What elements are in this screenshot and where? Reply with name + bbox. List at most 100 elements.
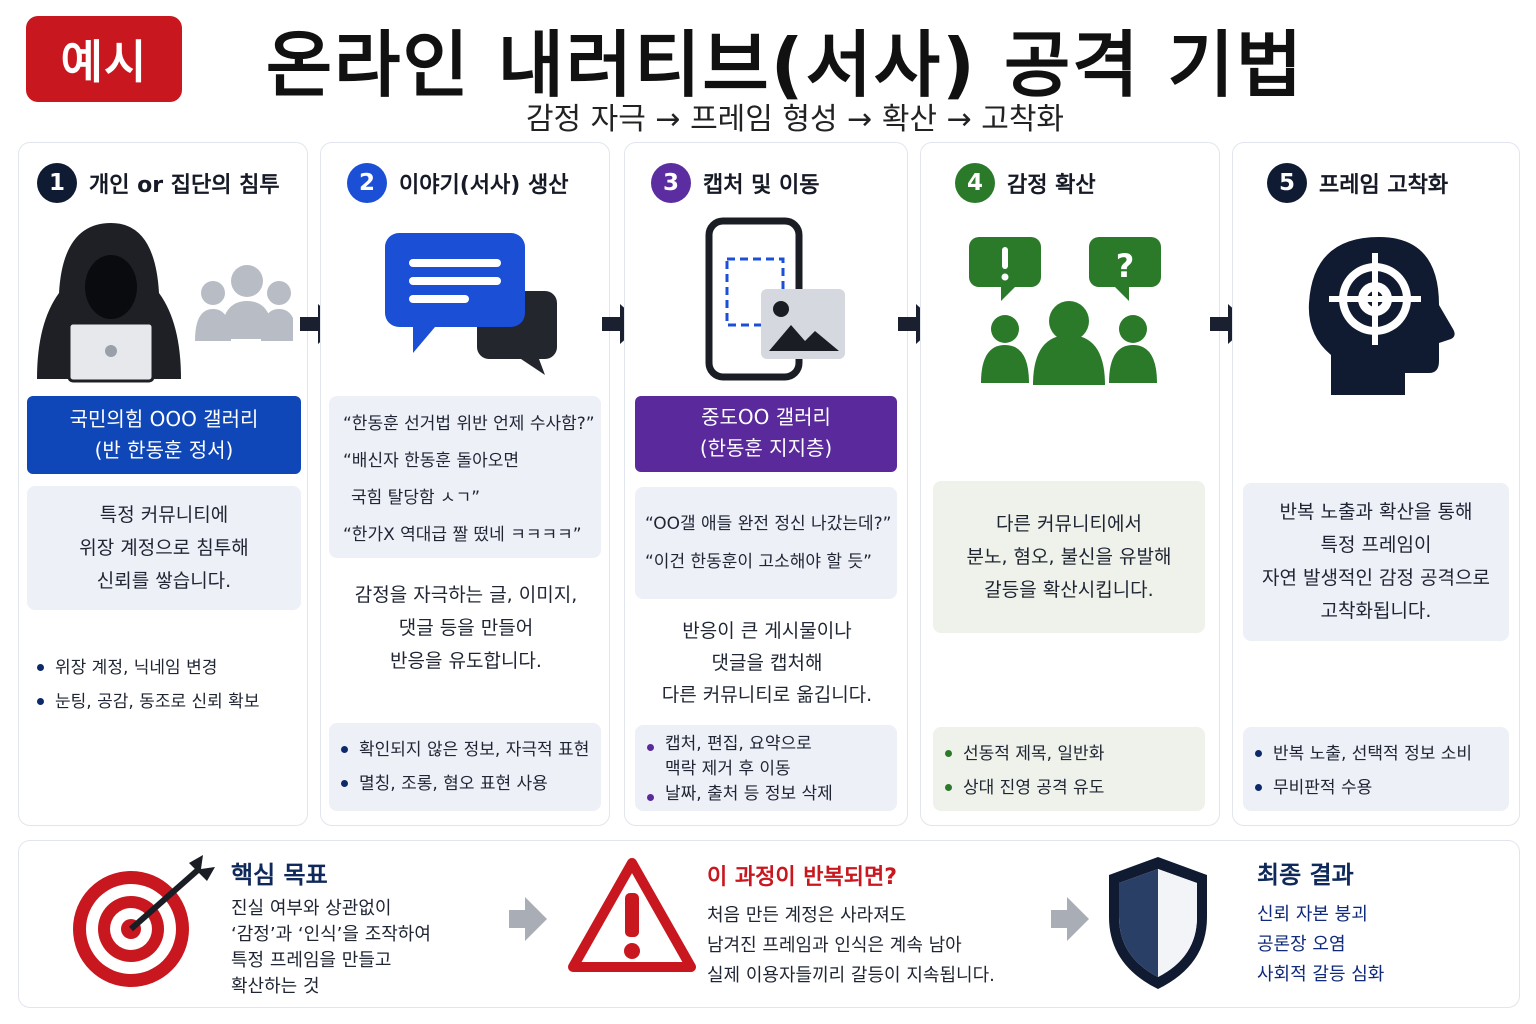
page-title: 온라인 내러티브(서사) 공격 기법 xyxy=(265,23,1305,107)
step-bullets-2: 확인되지 않은 정보, 자극적 표현 멸칭, 조롱, 혐오 표현 사용 xyxy=(329,723,601,811)
desc-line: 갈등을 확산시킵니다. xyxy=(984,578,1154,601)
summary-arrow-2 xyxy=(1051,897,1089,941)
step-card-1: 1 개인 or 집단의 침투 국민의힘 OOO 갤러리 (반 한동훈 정서) 특… xyxy=(18,142,308,826)
repeat-line: 남겨진 프레임과 인식은 계속 남아 xyxy=(707,935,962,956)
desc-line: 신뢰를 쌓습니다. xyxy=(96,569,232,592)
step-title-3: 캡처 및 이동 xyxy=(703,173,820,198)
step-card-3: 3 캡처 및 이동 중도OO 갤러리 (한동훈 지지층) “OO갤 애들 완전 … xyxy=(624,142,908,826)
step-number-4: 4 xyxy=(955,163,995,203)
bullet-item: 위장 계정, 닉네임 변경 xyxy=(35,651,259,685)
bullet-continuation: 맥락 제거 후 이동 xyxy=(665,759,791,779)
bullet-item: 상대 진영 공격 유도 xyxy=(943,771,1195,805)
step-number-2: 2 xyxy=(347,163,387,203)
desc-line: 댓글을 캡처해 xyxy=(711,652,823,674)
step-header-3: 3 캡처 및 이동 xyxy=(651,163,820,203)
step-card-5: 5 프레임 고착화 반복 노출과 확산을 통해 특정 프레임이 자연 발생적인 … xyxy=(1232,142,1520,826)
step-card-2: 2 이야기(서사) 생산 “한동훈 선거법 위반 언제 수사함?” “배신자 한… xyxy=(320,142,610,826)
phone-screenshot-icon xyxy=(705,217,845,381)
bullet-list: 반복 노출, 선택적 정보 소비 무비판적 수용 xyxy=(1253,737,1499,805)
desc-line: 고착화됩니다. xyxy=(1320,600,1432,622)
step-description-4: 다른 커뮤니티에서 분노, 혐오, 불신을 유발해 갈등을 확산시킵니다. xyxy=(933,481,1205,633)
step-header-5: 5 프레임 고착화 xyxy=(1267,163,1448,203)
desc-line: 감정을 자극하는 글, 이미지, xyxy=(354,584,578,606)
goal-line: 진실 여부와 상관없이 xyxy=(231,898,392,919)
summary-arrow-1 xyxy=(509,897,547,941)
goal-line: ‘감정’과 ‘인식’을 조작하여 xyxy=(231,924,431,945)
page-subtitle: 감정 자극 → 프레임 형성 → 확산 → 고착화 xyxy=(525,102,1065,137)
step-number-5: 5 xyxy=(1267,163,1307,203)
svg-text:?: ? xyxy=(1116,247,1135,285)
bullet-item: 날짜, 출처 등 정보 삭제 xyxy=(645,781,887,807)
quote-line: “배신자 한동훈 돌아오면 xyxy=(343,451,520,471)
repeat-block: 이 과정이 반복되면? 처음 만든 계정은 사라져도 남겨진 프레임과 인식은 … xyxy=(707,859,995,991)
step-description-1: 특정 커뮤니티에 위장 계정으로 침투해 신뢰를 쌓습니다. xyxy=(27,486,301,610)
step-title-5: 프레임 고착화 xyxy=(1319,173,1449,198)
quote-box-3: “OO갤 애들 완전 정신 나갔는데?” “이건 한동훈이 고소해야 할 듯” xyxy=(635,487,897,599)
step-header-1: 1 개인 or 집단의 침투 xyxy=(37,163,280,203)
label-line: 중도OO 갤러리 xyxy=(701,405,831,429)
desc-line: 댓글 등을 만들어 xyxy=(398,617,534,639)
goal-line: 확산하는 것 xyxy=(231,976,320,997)
repeat-title: 이 과정이 반복되면? xyxy=(707,865,898,890)
community-label-3: 중도OO 갤러리 (한동훈 지지층) xyxy=(635,396,897,472)
summary-panel: 핵심 목표 진실 여부와 상관없이 ‘감정’과 ‘인식’을 조작하여 특정 프레… xyxy=(18,840,1520,1008)
result-line: 사회적 갈등 심화 xyxy=(1257,964,1385,985)
result-block: 최종 결과 신뢰 자본 붕괴 공론장 오염 사회적 갈등 심화 xyxy=(1257,855,1384,990)
community-label-1: 국민의힘 OOO 갤러리 (반 한동훈 정서) xyxy=(27,396,301,474)
bullet-list: 캡처, 편집, 요약으로 맥락 제거 후 이동 날짜, 출처 등 정보 삭제 xyxy=(645,731,887,807)
result-title: 최종 결과 xyxy=(1257,861,1354,889)
quote-line: “한가X 역대급 짤 떴네 ㅋㅋㅋㅋ” xyxy=(343,525,582,545)
desc-line: 분노, 혐오, 불신을 유발해 xyxy=(966,545,1172,568)
bullet-list: 선동적 제목, 일반화 상대 진영 공격 유도 xyxy=(943,737,1195,805)
step-number-1: 1 xyxy=(37,163,77,203)
step-title-1: 개인 or 집단의 침투 xyxy=(89,173,280,198)
step-header-2: 2 이야기(서사) 생산 xyxy=(347,163,568,203)
shield-icon xyxy=(1109,857,1207,989)
quote-line: “이건 한동훈이 고소해야 할 듯” xyxy=(645,552,872,572)
step-bullets-3: 캡처, 편집, 요약으로 맥락 제거 후 이동 날짜, 출처 등 정보 삭제 xyxy=(635,725,897,811)
step-description-2: 감정을 자극하는 글, 이미지, 댓글 등을 만들어 반응을 유도합니다. xyxy=(321,579,611,678)
step-description-3: 반응이 큰 게시물이나 댓글을 캡처해 다른 커뮤니티로 옮깁니다. xyxy=(625,615,909,711)
hooded-hacker-with-laptop-icon xyxy=(37,223,293,383)
label-line: 국민의힘 OOO 갤러리 xyxy=(69,407,259,431)
step-header-4: 4 감정 확산 xyxy=(955,163,1096,203)
example-badge: 예시 xyxy=(26,16,182,102)
desc-line: 특정 커뮤니티에 xyxy=(99,503,229,526)
label-line: (반 한동훈 정서) xyxy=(94,438,234,462)
desc-line: 위장 계정으로 침투해 xyxy=(79,536,249,559)
warning-triangle-icon xyxy=(568,858,696,972)
bullet-list: 확인되지 않은 정보, 자극적 표현 멸칭, 조롱, 혐오 표현 사용 xyxy=(339,733,591,801)
quote-box-2: “한동훈 선거법 위반 언제 수사함?” “배신자 한동훈 돌아오면 국힘 탈당… xyxy=(329,396,601,558)
step-number-3: 3 xyxy=(651,163,691,203)
desc-line: 특정 프레임이 xyxy=(1320,534,1432,556)
step-description-5: 반복 노출과 확산을 통해 특정 프레임이 자연 발생적인 감정 공격으로 고착… xyxy=(1243,483,1509,641)
chat-bubbles-icon xyxy=(385,233,557,375)
label-line: (한동훈 지지층) xyxy=(699,436,833,460)
repeat-line: 처음 만든 계정은 사라져도 xyxy=(707,905,907,926)
bullet-item: 눈팅, 공감, 동조로 신뢰 확보 xyxy=(35,685,259,719)
repeat-line: 실제 이용자들끼리 갈등이 지속됩니다. xyxy=(707,965,995,986)
head-with-target-icon xyxy=(1308,237,1455,395)
step-card-4: 4 감정 확산 ? 다른 커뮤니티에서 분노, 혐오, 불신을 유발해 갈등을 … xyxy=(920,142,1220,826)
target-with-arrow-icon xyxy=(73,855,215,987)
result-line: 공론장 오염 xyxy=(1257,934,1346,955)
bullet-item: 캡처, 편집, 요약으로 xyxy=(645,731,887,757)
step-title-4: 감정 확산 xyxy=(1007,173,1096,198)
bullet-item: 멸칭, 조롱, 혐오 표현 사용 xyxy=(339,767,591,801)
desc-line: 반복 노출과 확산을 통해 xyxy=(1279,501,1473,523)
quote-line: 국힘 탈당함 ㅅㄱ” xyxy=(351,488,481,508)
desc-line: 다른 커뮤니티에서 xyxy=(996,512,1142,535)
goal-line: 특정 프레임을 만들고 xyxy=(231,950,392,971)
desc-line: 반응이 큰 게시물이나 xyxy=(682,620,852,642)
step-title-2: 이야기(서사) 생산 xyxy=(399,173,569,198)
bullet-item: 무비판적 수용 xyxy=(1253,771,1499,805)
desc-line: 자연 발생적인 감정 공격으로 xyxy=(1262,567,1490,589)
desc-line: 반응을 유도합니다. xyxy=(390,650,542,672)
desc-line: 다른 커뮤니티로 옮깁니다. xyxy=(661,684,873,706)
group-with-speech-bubbles-icon: ? xyxy=(969,237,1161,385)
quote-line: “OO갤 애들 완전 정신 나갔는데?” xyxy=(645,514,892,534)
bullet-item: 선동적 제목, 일반화 xyxy=(943,737,1195,771)
goal-block: 핵심 목표 진실 여부와 상관없이 ‘감정’과 ‘인식’을 조작하여 특정 프레… xyxy=(231,855,431,1000)
quote-line: “한동훈 선거법 위반 언제 수사함?” xyxy=(343,414,595,434)
goal-title: 핵심 목표 xyxy=(231,861,328,889)
